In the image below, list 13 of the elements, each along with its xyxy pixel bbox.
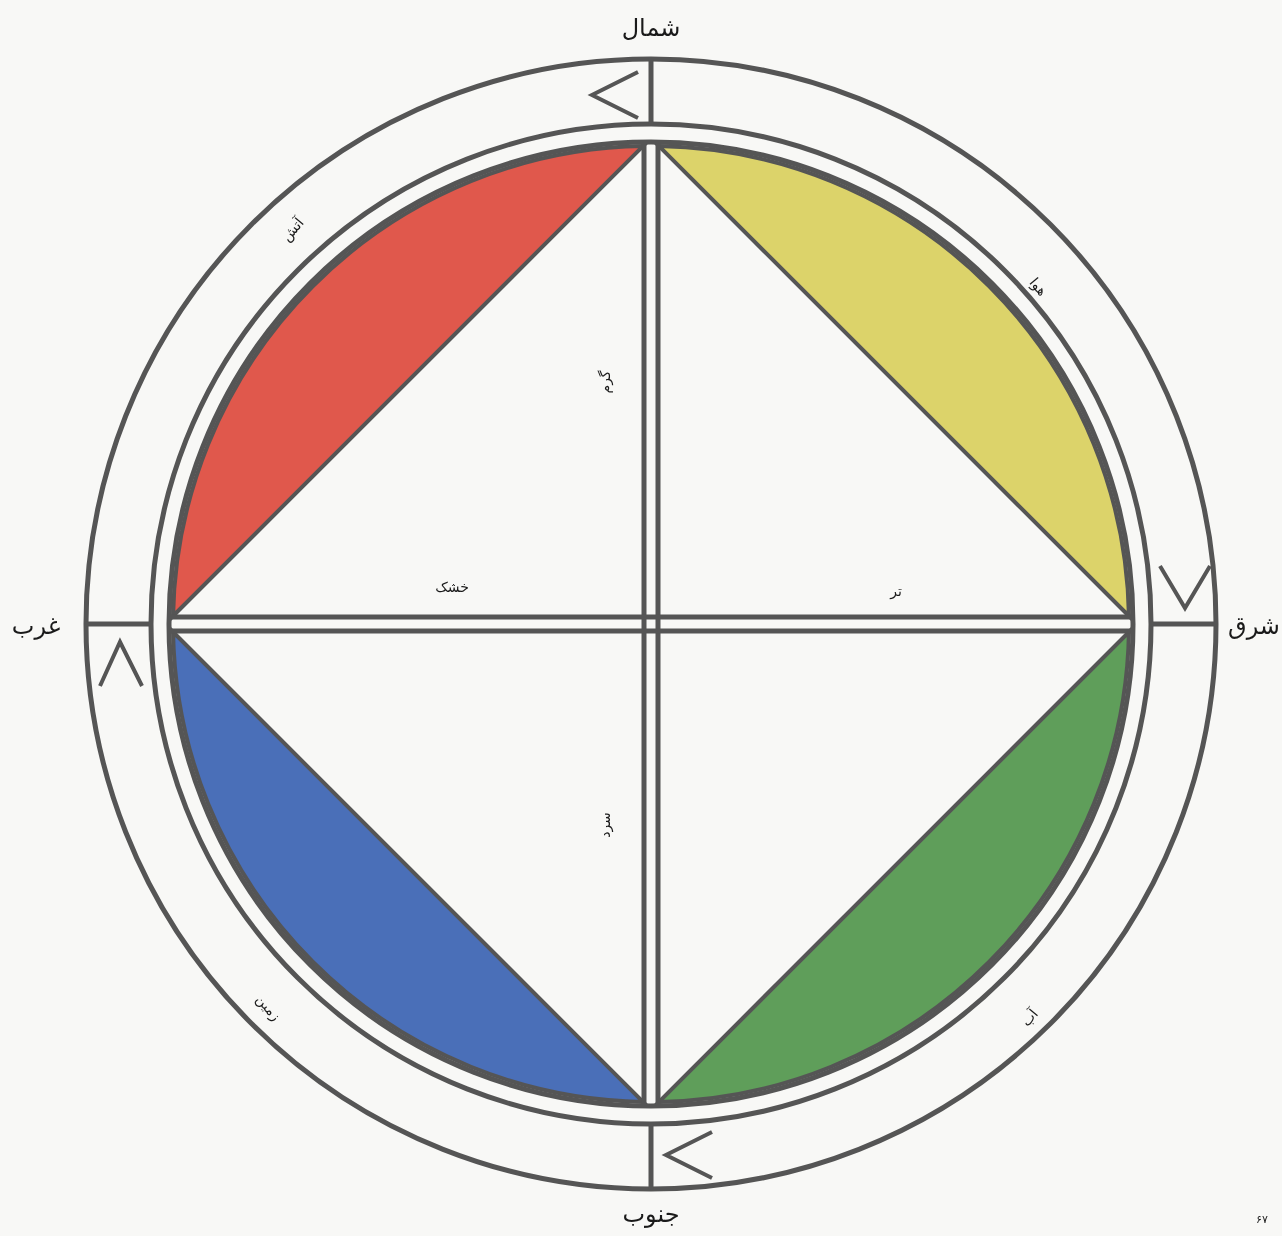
element-label: زمین: [252, 991, 284, 1025]
quality-label: تر: [890, 584, 902, 600]
direction-label: غرب: [11, 612, 61, 640]
element-label: هوا: [1026, 274, 1050, 300]
page-number: ۶۷: [1256, 1213, 1268, 1227]
element-label: آب: [1018, 1006, 1042, 1030]
direction-label: شمال: [621, 14, 681, 42]
element-label: آتش: [278, 215, 308, 245]
quality-label: خشک: [435, 580, 469, 596]
direction-label: جنوب: [622, 1200, 680, 1228]
quality-label: سرد: [598, 812, 614, 838]
quality-label: گرم: [598, 370, 614, 394]
direction-label: شرق: [1228, 612, 1280, 640]
